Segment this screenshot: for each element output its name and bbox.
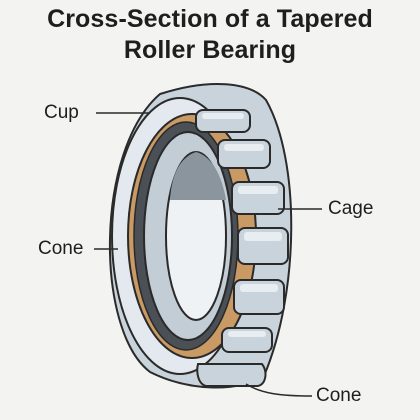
roller-highlight	[240, 284, 278, 292]
cone-flange-bottom	[196, 363, 267, 387]
roller-highlight	[244, 232, 282, 241]
bore-shadow	[170, 152, 226, 200]
label-cage: Cage	[328, 198, 374, 219]
label-cup: Cup	[44, 102, 79, 123]
roller-highlights	[202, 113, 282, 337]
roller-highlight	[228, 331, 266, 337]
roller-highlight	[224, 144, 264, 151]
roller-highlight	[238, 186, 278, 194]
label-cone-left: Cone	[38, 238, 84, 259]
diagram-title: Cross-Section of a Tapered Roller Bearin…	[0, 4, 420, 66]
label-cone-bottom: Cone	[316, 385, 362, 406]
title-line-1: Cross-Section of a Tapered	[47, 5, 373, 33]
roller-highlight	[202, 113, 244, 119]
title-line-2: Roller Bearing	[123, 36, 297, 64]
leader-cone-bottom	[245, 383, 313, 397]
